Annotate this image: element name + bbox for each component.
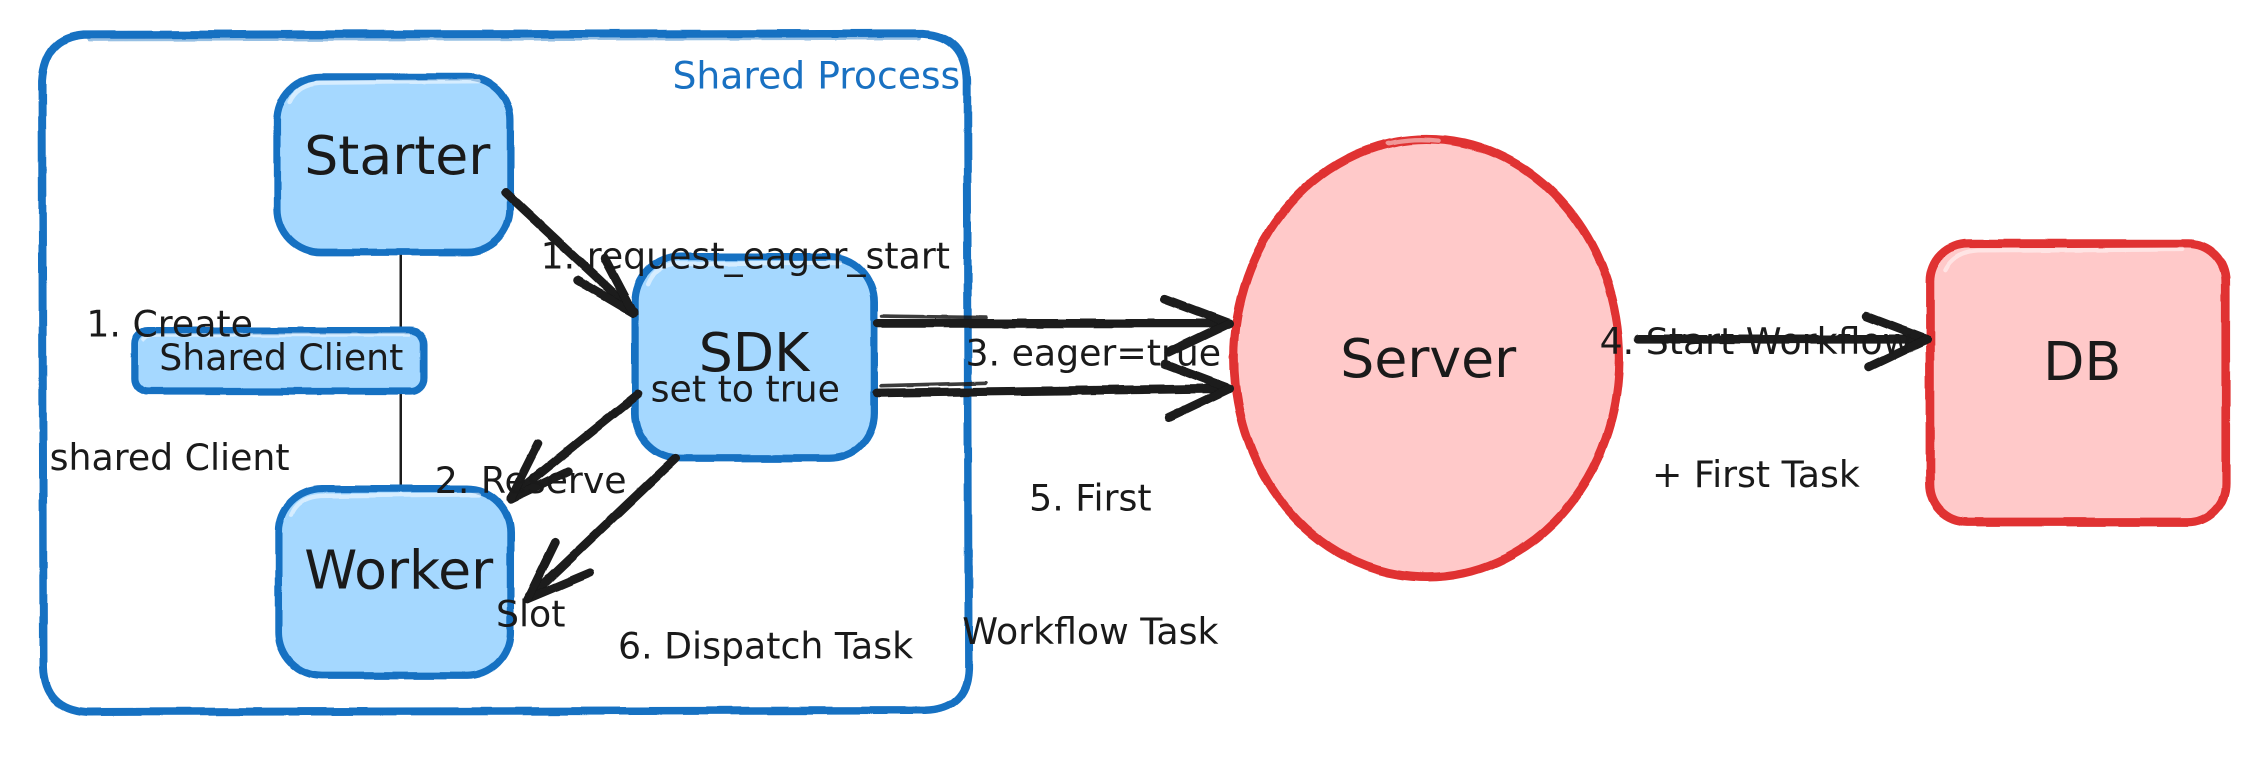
shared-process-container [38, 29, 973, 716]
node-db[interactable] [1925, 239, 2231, 527]
arrow-server-to-db [1634, 311, 1932, 372]
arrow-starter-to-sdk [501, 188, 639, 318]
arrow-sdk-to-worker-reserve [506, 390, 643, 504]
node-starter[interactable] [273, 73, 515, 256]
node-worker[interactable] [274, 485, 515, 680]
arrow-sdk-to-server-first-task [872, 359, 1234, 422]
node-server[interactable] [1229, 134, 1625, 582]
arrow-sdk-to-worker-dispatch [523, 453, 681, 604]
node-sdk[interactable] [631, 253, 878, 462]
node-shared-client[interactable] [131, 326, 428, 396]
arrow-sdk-to-server-eager [872, 294, 1234, 357]
